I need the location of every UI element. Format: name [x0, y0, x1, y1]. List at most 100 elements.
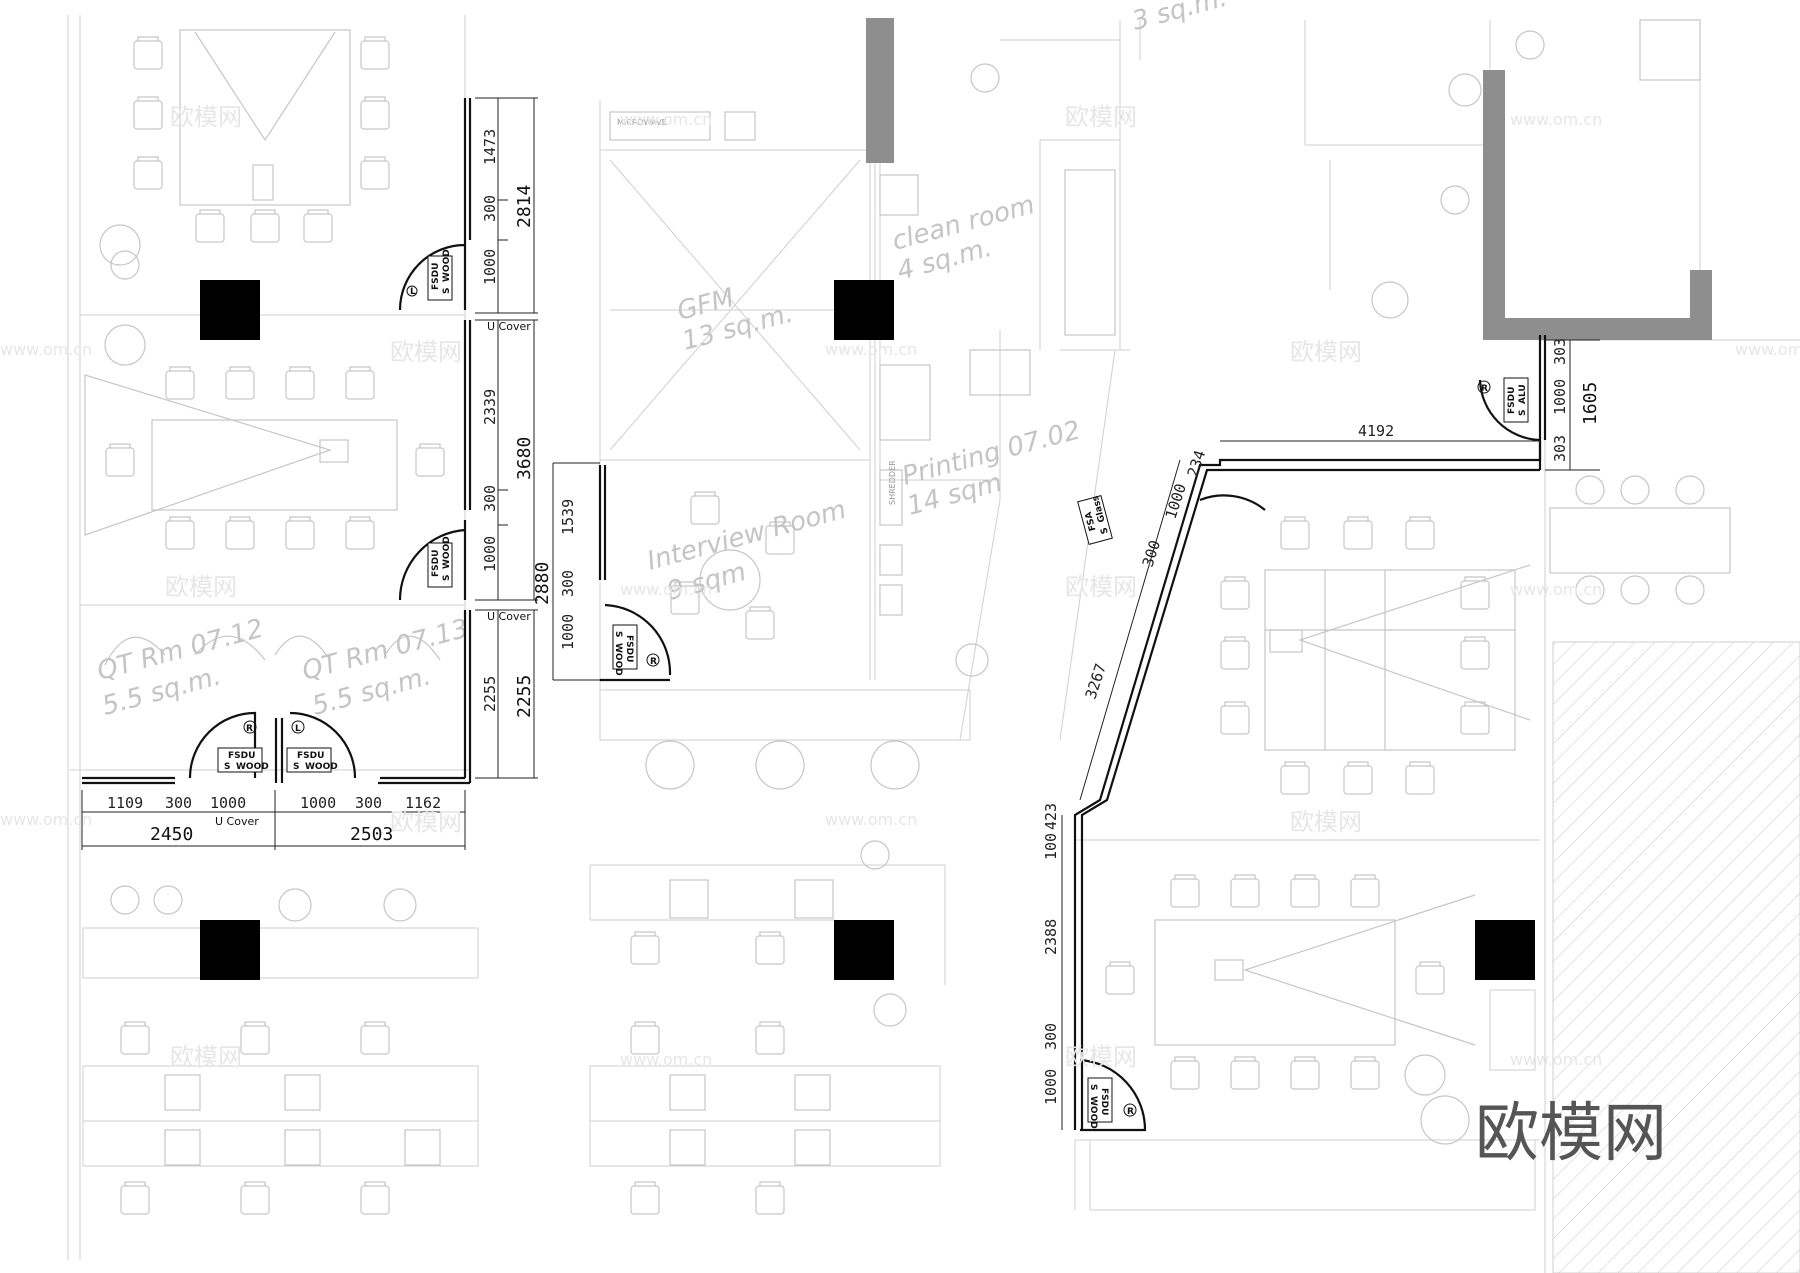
dim-303: 303 [1551, 338, 1569, 365]
dim-100: 100 [1042, 833, 1060, 860]
bar-counter-right [1549, 475, 1731, 605]
tag-r: R [1127, 1107, 1134, 1117]
watermark: 欧模网 欧模网 欧模网 欧模网 欧模网 欧模网 欧模网 欧模网 欧模网 欧模网 … [0, 103, 1800, 1071]
dim-2880: 2880 [532, 562, 553, 605]
dim-423: 423 [1042, 803, 1060, 830]
svg-text:欧模网: 欧模网 [170, 103, 242, 131]
svg-text:欧模网: 欧模网 [1065, 1043, 1137, 1071]
dim-4192: 4192 [1358, 422, 1394, 440]
svg-text:FSDU: FSDU [431, 263, 441, 290]
svg-text:S: S [442, 575, 452, 581]
svg-text:FSDU: FSDU [431, 550, 441, 577]
tag-l: L [410, 287, 416, 297]
dim-1000: 1000 [559, 614, 577, 650]
tag-r: R [1481, 384, 1488, 394]
dim-3267: 3267 [1082, 661, 1110, 701]
dim-2255: 2255 [481, 676, 499, 712]
room-labels: GFM 13 sq.m. clean room 4 sq.m. Printing… [94, 0, 1230, 722]
glass-partitions [82, 98, 1547, 1132]
dim-300: 300 [481, 485, 499, 512]
dim-2503: 2503 [350, 824, 393, 845]
svg-text:WOOD: WOOD [305, 762, 338, 772]
dim-1000: 1000 [481, 249, 499, 285]
meeting-table-middle-left [84, 366, 445, 550]
column [200, 280, 260, 340]
u-cover-label: U Cover [487, 610, 531, 623]
meeting-table-right-upper [1220, 516, 1531, 795]
u-cover-labels: U Cover U Cover U Cover [215, 320, 531, 828]
plant [99, 224, 146, 366]
svg-text:www.om.cn: www.om.cn [1735, 340, 1800, 359]
dim-2388: 2388 [1042, 919, 1060, 955]
svg-text:S: S [293, 762, 299, 772]
svg-text:WOOD: WOOD [613, 643, 623, 676]
svg-text:www.om.cn: www.om.cn [620, 110, 712, 129]
svg-text:www.om.cn: www.om.cn [0, 340, 92, 359]
dimension-lines [81, 97, 1600, 1130]
room-area-top: 3 sq.m. [1129, 0, 1230, 37]
door-tag: FSDU S WOOD [612, 624, 638, 676]
meeting-table-top-left [133, 29, 390, 243]
pantry-fixtures: MICROWAVE SHREDDER [609, 63, 1116, 677]
svg-text:www.om.cn: www.om.cn [620, 580, 712, 599]
dim-3680: 3680 [514, 437, 535, 480]
svg-text:S: S [613, 631, 623, 637]
svg-text:WOOD: WOOD [236, 762, 269, 772]
svg-text:FSDU: FSDU [1507, 387, 1517, 414]
svg-text:S: S [1518, 410, 1528, 416]
column [200, 920, 260, 980]
svg-text:欧模网: 欧模网 [390, 808, 462, 836]
dim-1539: 1539 [559, 499, 577, 535]
brand-logo-text: 欧模网 [1475, 1097, 1667, 1171]
svg-text:WOOD: WOOD [1088, 1096, 1098, 1129]
room-name-interview: Interview Room [644, 495, 849, 577]
dim-1473: 1473 [481, 129, 499, 165]
dim-1000: 1000 [210, 794, 246, 812]
dim-2814: 2814 [514, 185, 535, 228]
dim-2255: 2255 [514, 675, 535, 718]
svg-text:S: S [442, 288, 452, 294]
dim-300: 300 [559, 570, 577, 597]
svg-text:www.om.cn: www.om.cn [620, 1050, 712, 1069]
background-architecture [67, 15, 1800, 1273]
svg-text:欧模网: 欧模网 [1065, 573, 1137, 601]
svg-text:欧模网: 欧模网 [1290, 808, 1362, 836]
svg-text:FSDU: FSDU [297, 751, 324, 761]
door-tag: FSDU S WOOD [217, 747, 269, 773]
door-tag: FSA S Glass [1077, 494, 1113, 545]
svg-text:欧模网: 欧模网 [390, 338, 462, 366]
svg-text:FSDU: FSDU [228, 751, 255, 761]
shredder-label: SHREDDER [888, 460, 897, 505]
svg-text:欧模网: 欧模网 [1290, 338, 1362, 366]
svg-text:www.om.cn: www.om.cn [825, 810, 917, 829]
structural-columns [200, 280, 1535, 980]
svg-text:欧模网: 欧模网 [1065, 103, 1137, 131]
structural-walls [866, 18, 1800, 1273]
dim-2339: 2339 [481, 389, 499, 425]
door-tag: FSDU S ALU [1503, 377, 1529, 423]
door-tag: FSDU S WOOD [427, 249, 453, 301]
svg-text:FSDU: FSDU [1099, 1088, 1109, 1115]
dim-1000: 1000 [1042, 1069, 1060, 1105]
dim-1000: 1000 [1551, 379, 1569, 415]
dim-2450: 2450 [150, 824, 193, 845]
dim-1000: 1000 [481, 536, 499, 572]
column [834, 280, 894, 340]
dim-300: 300 [1139, 538, 1164, 569]
microwave-label: MICROWAVE [617, 118, 667, 127]
svg-text:www.om.cn: www.om.cn [1510, 1050, 1602, 1069]
svg-text:FSDU: FSDU [624, 635, 634, 662]
bench-desks-left [110, 885, 441, 1215]
svg-text:WOOD: WOOD [442, 249, 452, 282]
tag-l: L [295, 724, 301, 734]
bench-desks-middle [630, 840, 907, 1215]
svg-text:www.om.cn: www.om.cn [825, 340, 917, 359]
dim-300: 300 [165, 794, 192, 812]
qt-room-seats [104, 635, 441, 666]
tag-r: R [650, 657, 657, 667]
dim-300: 300 [481, 195, 499, 222]
svg-text:www.om.cn: www.om.cn [1510, 580, 1602, 599]
svg-text:欧模网: 欧模网 [165, 573, 237, 601]
svg-text:S: S [1099, 526, 1110, 535]
